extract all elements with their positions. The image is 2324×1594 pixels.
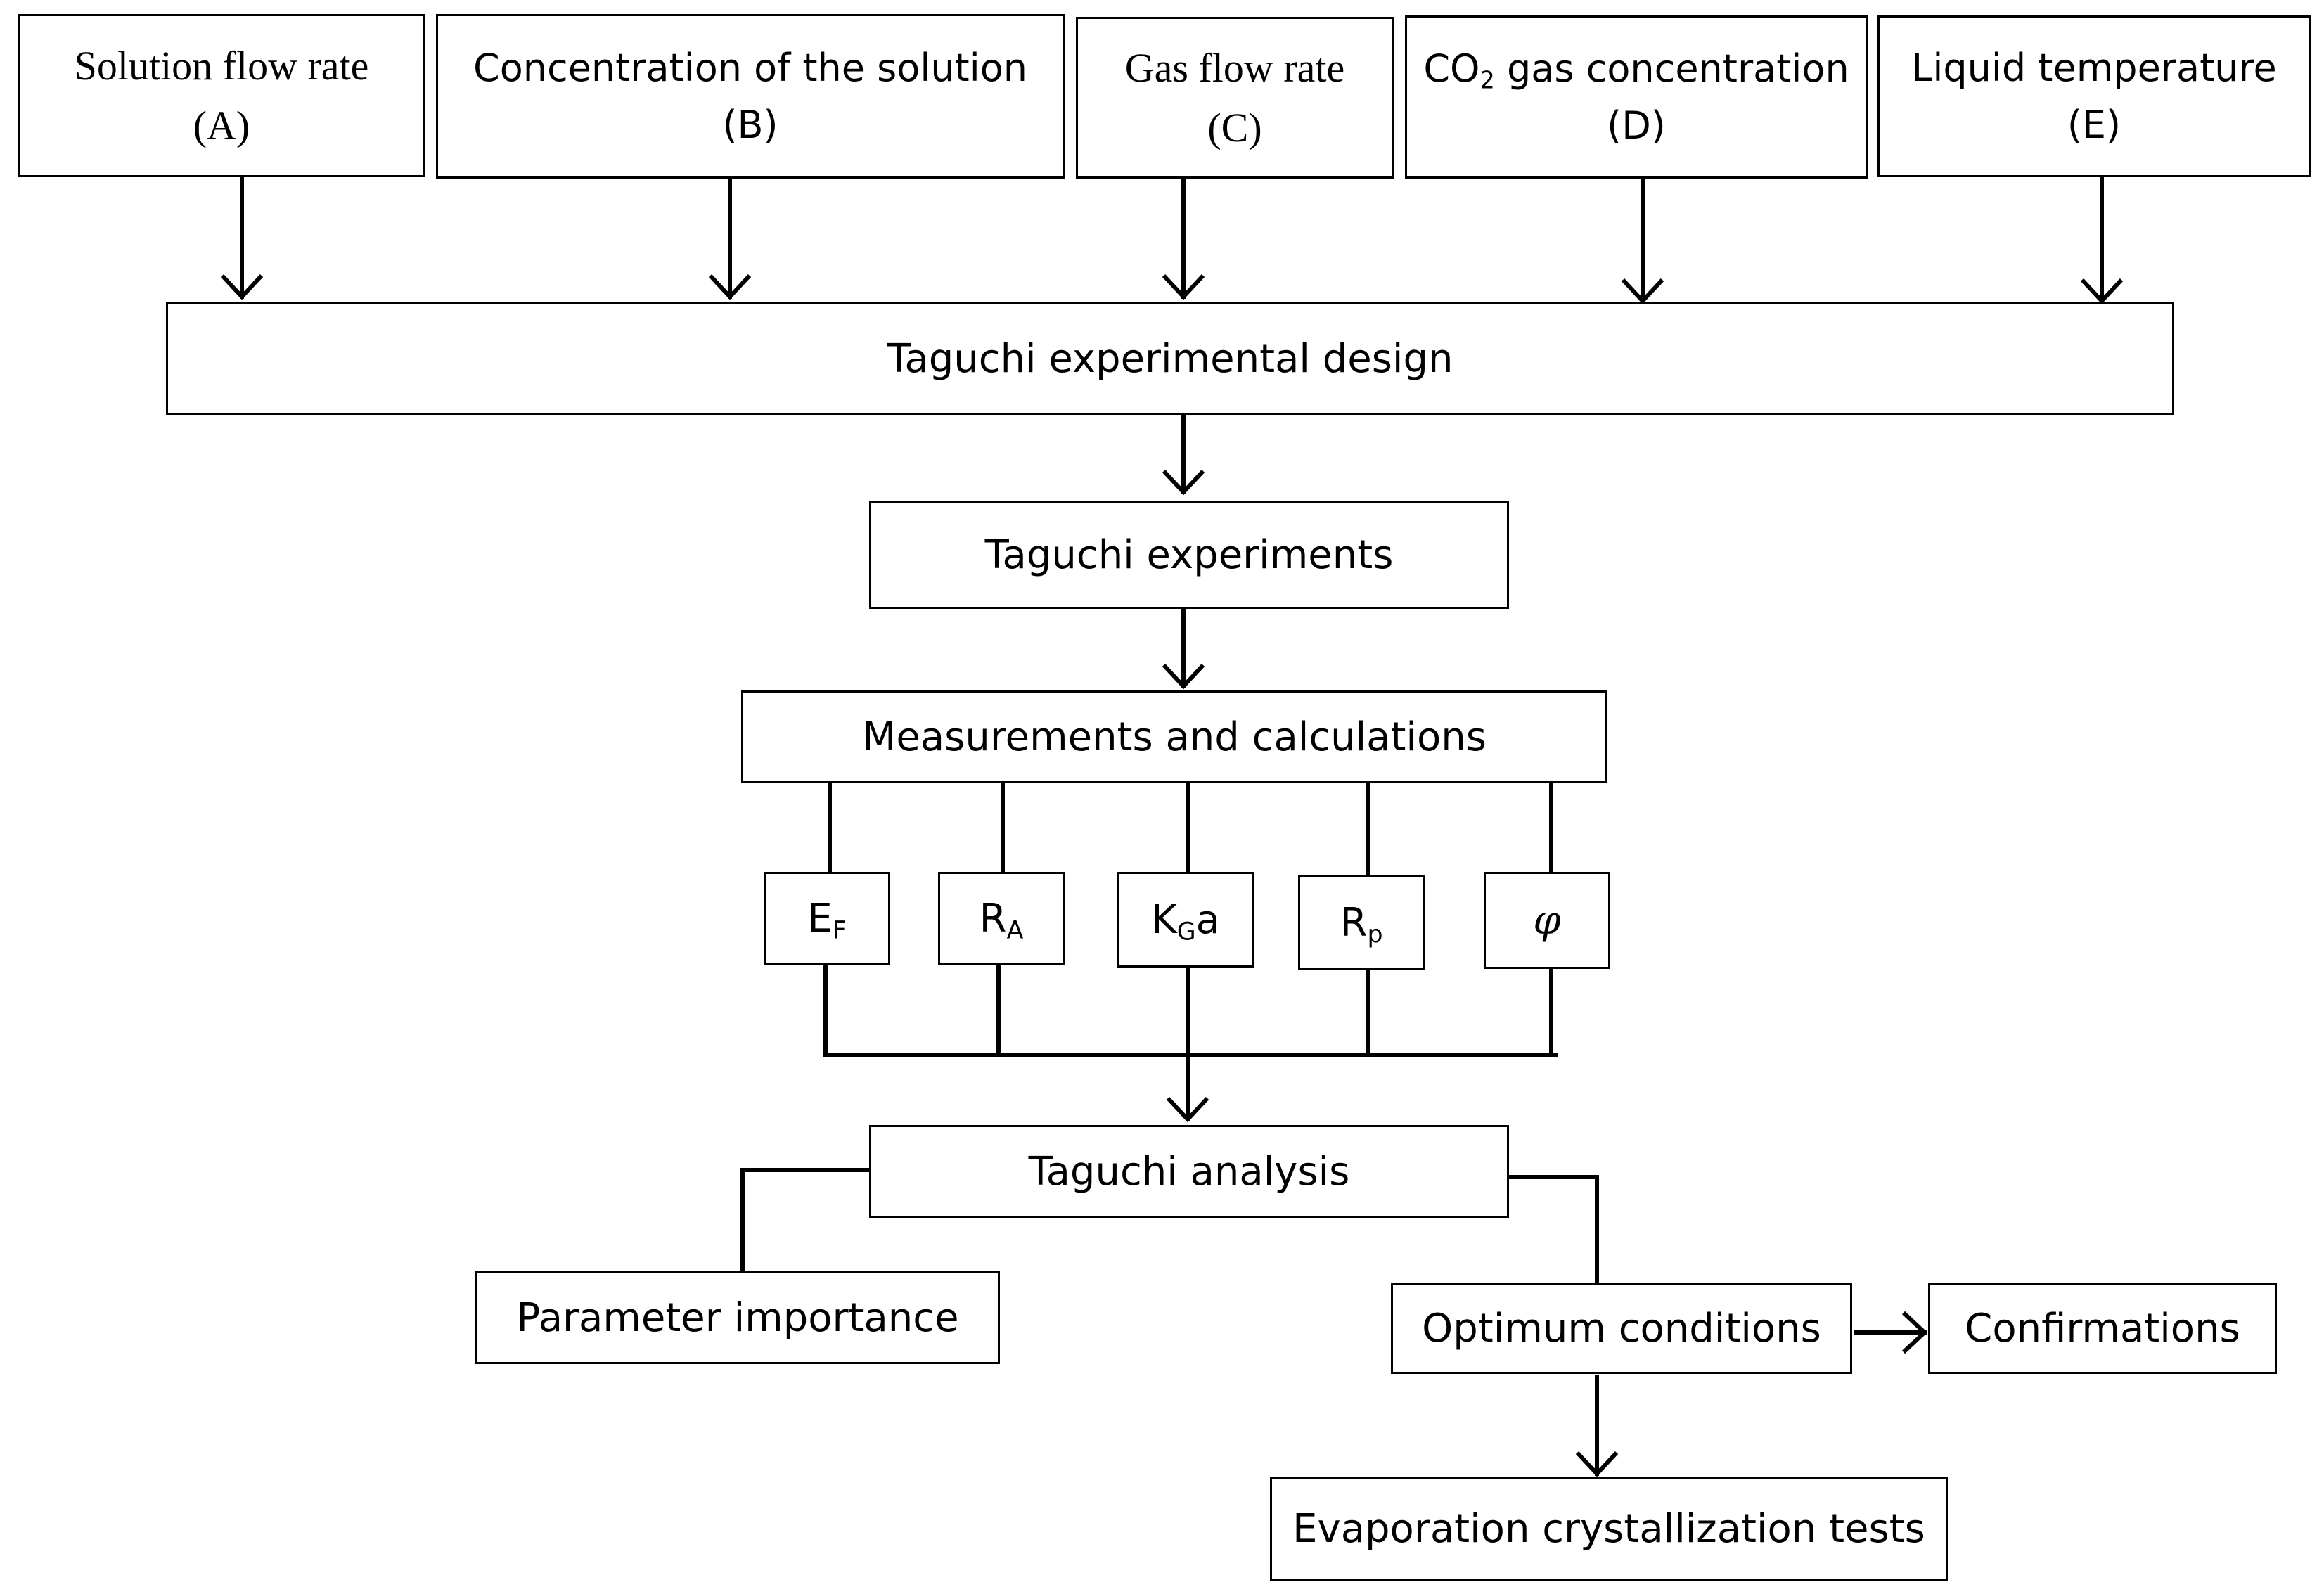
experiments-label: Taguchi experiments — [984, 532, 1394, 578]
input-label-subscript: 2 — [1479, 66, 1495, 94]
input-code: (E) — [2067, 103, 2121, 147]
parameter-symbol: φ — [1533, 897, 1561, 944]
confirmations-box: Confirmations — [1928, 1283, 2277, 1374]
optimum-box: Optimum conditions — [1391, 1283, 1852, 1374]
line-analysis-importance — [740, 1168, 871, 1278]
input-box-gas-flow-rate: Gas flow rate (C) — [1076, 17, 1394, 179]
parameter-symbol: Rp — [1340, 899, 1383, 949]
input-code: (A) — [193, 103, 250, 148]
input-code: (B) — [722, 103, 778, 147]
analysis-label: Taguchi analysis — [1028, 1148, 1350, 1195]
input-box-solution-concentration: Concentration of the solution (B) — [436, 14, 1065, 179]
input-label: Concentration of the solution — [473, 46, 1027, 90]
parameter-box-kga: KGa — [1117, 872, 1254, 968]
input-label: CO2 gas concentration — [1423, 46, 1849, 94]
input-box-co2-concentration: CO2 gas concentration (D) — [1405, 15, 1868, 179]
analysis-box: Taguchi analysis — [869, 1125, 1509, 1218]
measurements-box: Measurements and calculations — [741, 690, 1607, 783]
input-label: Liquid temperature — [1911, 46, 2277, 90]
importance-box: Parameter importance — [475, 1271, 1000, 1364]
input-label-suffix: gas concentration — [1494, 46, 1849, 91]
input-label: Gas flow rate — [1124, 45, 1345, 91]
input-box-solution-flow-rate: Solution flow rate (A) — [18, 14, 425, 177]
input-label: Solution flow rate — [74, 43, 369, 89]
input-label-prefix: CO — [1423, 46, 1480, 91]
evaporation-box: Evaporation crystallization tests — [1270, 1477, 1948, 1581]
parameter-symbol: EF — [807, 895, 847, 945]
line-analysis-optimum — [1508, 1175, 1599, 1289]
parameter-box-ef: EF — [764, 872, 890, 965]
evaporation-label: Evaporation crystallization tests — [1292, 1505, 1925, 1552]
input-code: (C) — [1207, 105, 1262, 150]
design-box: Taguchi experimental design — [166, 302, 2174, 415]
parameter-box-rp: Rp — [1298, 875, 1425, 970]
experiments-box: Taguchi experiments — [869, 501, 1509, 609]
measurements-label: Measurements and calculations — [862, 714, 1487, 760]
optimum-label: Optimum conditions — [1422, 1305, 1821, 1351]
parameter-box-ra: RA — [938, 872, 1065, 965]
importance-label: Parameter importance — [516, 1294, 959, 1341]
input-box-liquid-temperature: Liquid temperature (E) — [1877, 15, 2311, 177]
confirmations-label: Confirmations — [1965, 1305, 2240, 1351]
input-code: (D) — [1607, 103, 1666, 148]
parameter-box-phi: φ — [1484, 872, 1610, 969]
parameter-symbol: KGa — [1151, 896, 1220, 946]
design-label: Taguchi experimental design — [887, 335, 1453, 382]
parameter-symbol: RA — [979, 895, 1024, 945]
